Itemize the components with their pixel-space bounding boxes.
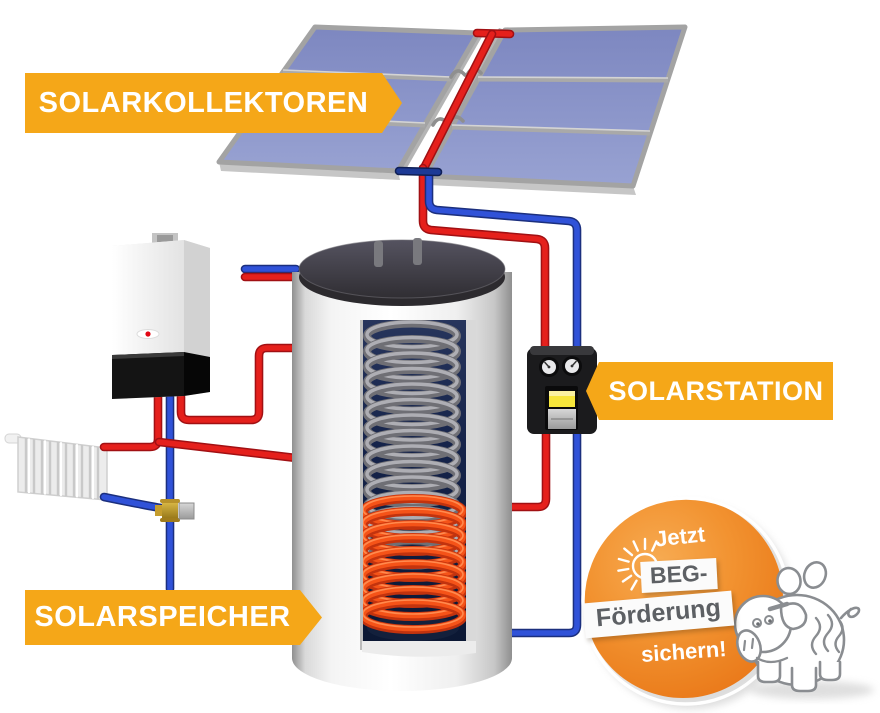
- label-solarkollektoren: SOLARKOLLEKTOREN: [25, 73, 402, 133]
- radiator: [4, 433, 108, 501]
- banner-text: SOLARSPEICHER: [34, 601, 291, 633]
- heat-squiggle-icon: [810, 613, 844, 656]
- piggy-bank-icon: [733, 561, 874, 699]
- label-solarstation: SOLARSTATION: [586, 362, 833, 420]
- badge-line-beg: BEG-: [640, 558, 718, 593]
- banner-text: SOLARSTATION: [608, 375, 824, 406]
- solar-circuit-pipes: [506, 428, 577, 633]
- storage-tank: [292, 238, 512, 691]
- gauge-icons: [539, 356, 582, 377]
- coins-icon: [776, 561, 828, 596]
- boiler-indicator-light: [145, 331, 151, 337]
- boiler: [112, 233, 210, 399]
- label-solarspeicher: SOLARSPEICHER: [25, 590, 322, 645]
- heating-circuit-pipes: [104, 269, 296, 589]
- badge-line-jetzt: Jetzt: [653, 521, 707, 552]
- banner-text: SOLARKOLLEKTOREN: [38, 86, 369, 119]
- valve: [155, 499, 195, 522]
- solar-station: [527, 346, 597, 434]
